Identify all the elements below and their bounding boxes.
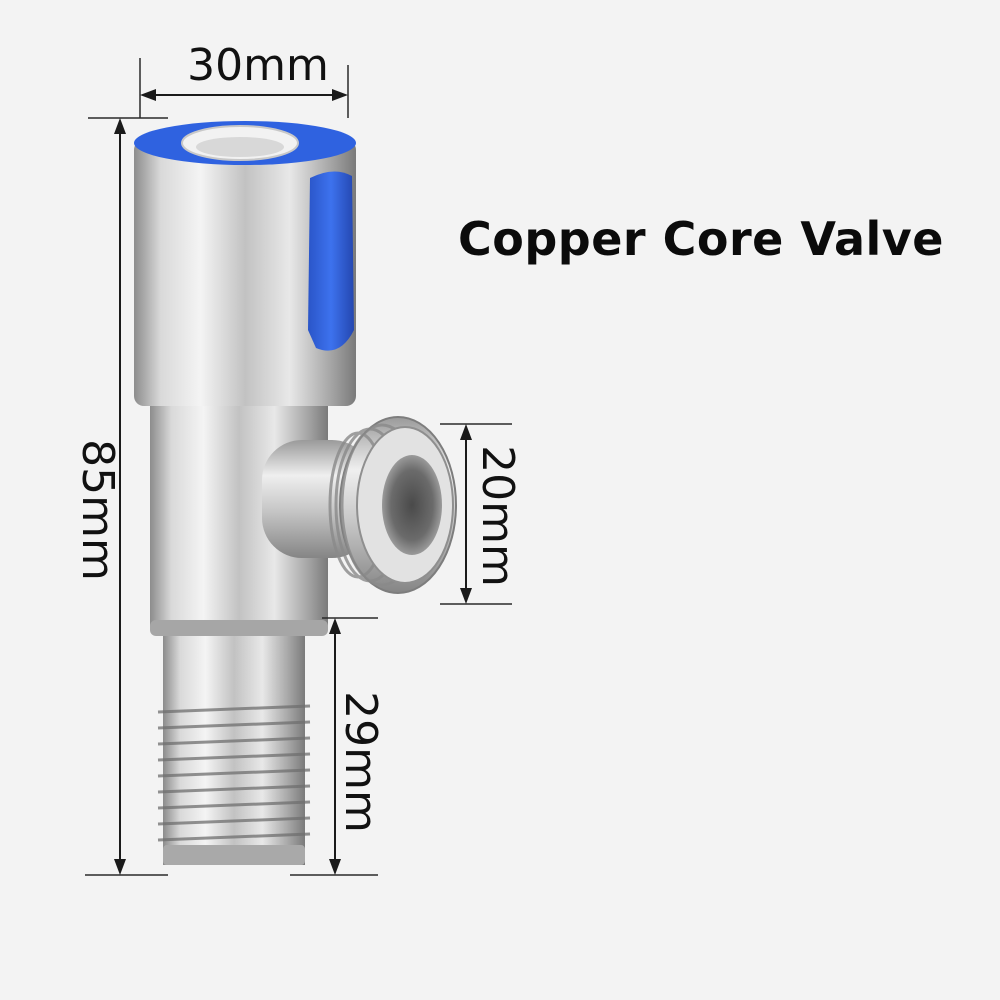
blue-lever-icon bbox=[308, 171, 354, 351]
bottom-thread bbox=[157, 620, 311, 865]
dimension-width-label: 30mm bbox=[187, 40, 329, 91]
dimension-outlet-label: 20mm bbox=[472, 445, 523, 587]
handle-body bbox=[134, 121, 356, 406]
dimension-width: 30mm bbox=[139, 40, 349, 118]
dimension-height: 85mm bbox=[72, 117, 168, 876]
dimension-outlet: 20mm bbox=[440, 423, 523, 605]
dimension-thread-label: 29mm bbox=[335, 691, 386, 833]
product-title: Copper Core Valve bbox=[458, 212, 944, 266]
dimension-thread: 29mm bbox=[290, 617, 386, 876]
angle-valve-icon bbox=[134, 121, 457, 865]
dimension-height-label: 85mm bbox=[72, 439, 123, 581]
side-outlet bbox=[262, 416, 457, 594]
